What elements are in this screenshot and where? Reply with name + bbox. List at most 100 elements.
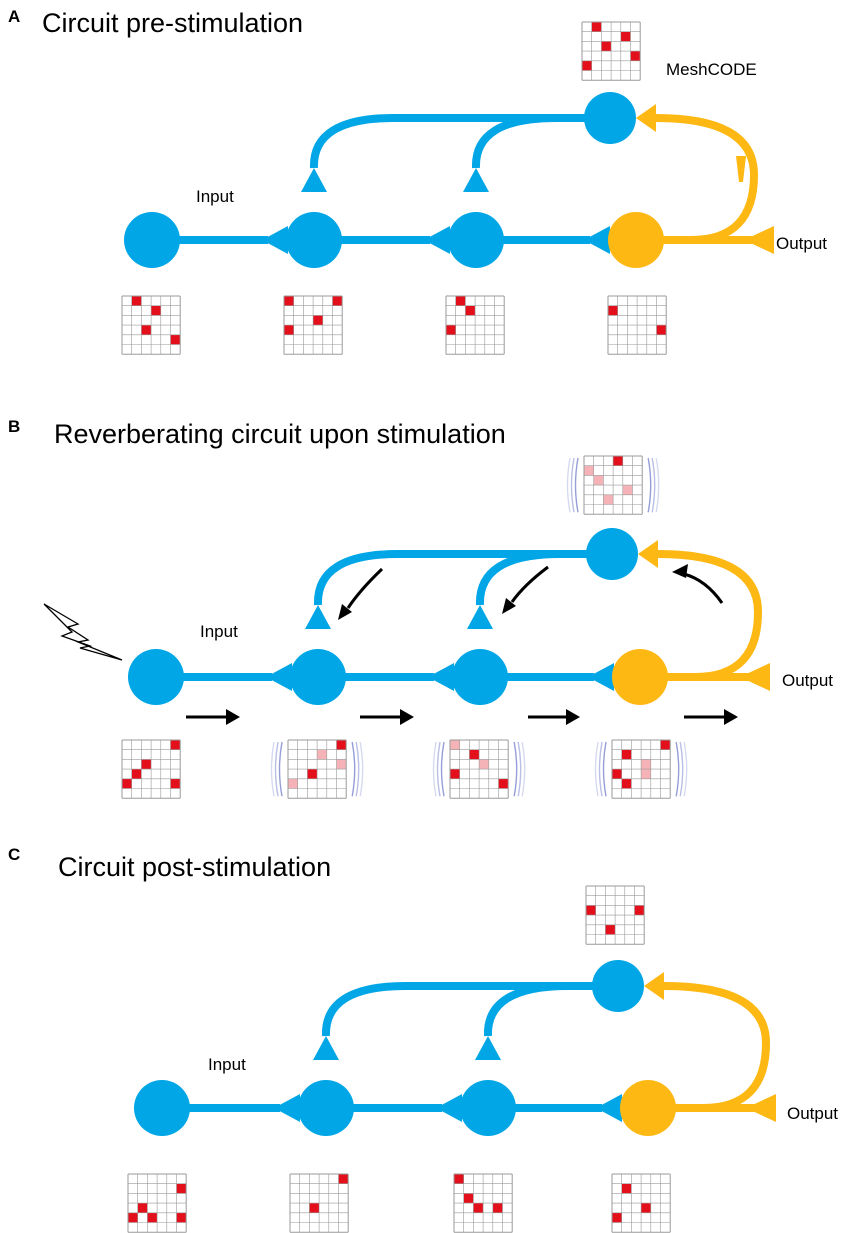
grid-cell-active <box>309 1203 320 1213</box>
grid-cell-active <box>170 778 181 789</box>
grid-cell-active <box>307 769 318 779</box>
grid-cell-active <box>608 305 618 316</box>
meshcode-grid <box>289 1173 349 1233</box>
meshcode-grid <box>585 885 645 945</box>
synapse-terminal <box>475 1036 501 1060</box>
flow-arrow <box>346 567 384 609</box>
neuron <box>298 1080 354 1136</box>
synapse-terminal <box>463 168 489 192</box>
grid-cell-active <box>454 1174 464 1184</box>
grid-cell-active <box>465 305 476 316</box>
neuron-top <box>584 92 636 144</box>
output-label: Output <box>776 234 827 253</box>
meshcode-grid <box>432 739 526 799</box>
grid-cell-active <box>131 296 142 306</box>
grid-cell-active <box>641 1203 651 1213</box>
flow-arrow <box>683 572 724 604</box>
grid-cell-active <box>450 769 460 779</box>
neuron-output <box>612 649 668 705</box>
grid-cell-active <box>656 325 667 335</box>
vibration-line <box>679 741 684 797</box>
meshcode-grid <box>607 295 667 355</box>
grid-cell-active <box>634 905 645 916</box>
grid-cell-faded <box>317 749 327 760</box>
grid-cell-active <box>621 749 632 760</box>
circuit-a <box>121 21 774 355</box>
grid-cell-active <box>131 769 142 779</box>
stimulus-bolt-icon <box>43 603 123 661</box>
flow-arrow-head <box>566 709 580 725</box>
grid-cell-faded <box>622 485 633 495</box>
neuron-input <box>134 1080 190 1136</box>
panel-a: A Circuit pre-stimulation Input Output M… <box>8 7 827 355</box>
feedback-axon <box>321 982 618 1037</box>
grid-cell-active <box>151 305 161 316</box>
circuit-c <box>127 885 776 1233</box>
grid-cell-active <box>612 769 622 779</box>
vibration-line <box>651 457 656 513</box>
synapse-terminal <box>744 226 774 254</box>
grid-cell-active <box>492 1203 503 1213</box>
grid-cell-active <box>613 456 623 466</box>
grid-cell-active <box>128 1212 138 1223</box>
synapse-terminal <box>424 226 450 254</box>
neuron-input <box>124 212 180 268</box>
neuron-top <box>592 960 644 1012</box>
output-label: Output <box>782 671 833 690</box>
neuron-input <box>128 649 184 705</box>
synapse-terminal <box>262 226 288 254</box>
vibration-line <box>594 741 599 797</box>
feedback-axon <box>313 550 612 606</box>
vibration-line <box>270 741 275 797</box>
grid-cell-active <box>498 778 509 789</box>
neuron <box>290 649 346 705</box>
grid-cell-active <box>284 325 294 335</box>
neuron <box>286 212 342 268</box>
grid-cell-active <box>284 296 294 306</box>
input-label: Input <box>208 1055 246 1074</box>
grid-cell-active <box>591 22 602 32</box>
grid-cell-active <box>601 41 612 52</box>
grid-cell-faded <box>479 759 489 770</box>
grid-cell-active <box>336 740 347 750</box>
neuron-output <box>608 212 664 268</box>
synapse-terminal <box>274 1094 300 1122</box>
meshcode-grid <box>121 295 181 355</box>
grid-cell-active <box>176 1212 187 1223</box>
output-loop-axon <box>648 982 771 1112</box>
vibration-line <box>683 741 688 797</box>
output-label: Output <box>787 1104 838 1123</box>
grid-cell-active <box>612 1212 622 1223</box>
vibration-line <box>675 741 680 797</box>
synapse-terminal <box>644 972 664 1000</box>
panel-title: Circuit pre-stimulation <box>42 8 303 38</box>
input-label: Input <box>196 187 234 206</box>
grid-cell-faded <box>450 740 460 750</box>
flow-arrow-head <box>400 709 414 725</box>
flow-arrow-head <box>338 604 352 620</box>
synapse-terminal <box>467 605 493 629</box>
panel-letter: C <box>8 845 20 864</box>
flow-arrow-head <box>724 709 738 725</box>
vibration-line <box>436 741 441 797</box>
grid-cell-faded <box>641 759 651 770</box>
synapse-terminal <box>301 168 327 192</box>
neuron-output <box>620 1080 676 1136</box>
vibration-line <box>570 457 575 513</box>
grid-cell-active <box>463 1193 474 1204</box>
grid-cell-active <box>141 325 152 335</box>
vibration-line <box>602 741 607 797</box>
grid-cell-faded <box>336 759 347 770</box>
panel-b: B Reverberating circuit upon stimulation… <box>8 417 833 799</box>
synapse-terminal <box>746 1094 776 1122</box>
vibration-line <box>278 741 283 797</box>
panel-letter: B <box>8 417 20 436</box>
meshcode-label: MeshCODE <box>666 60 757 79</box>
grid-cell-active <box>122 778 132 789</box>
synapse-terminal <box>305 605 331 629</box>
grid-cell-faded <box>288 778 298 789</box>
grid-cell-active <box>621 1183 632 1194</box>
grid-cell-active <box>338 1174 349 1184</box>
grid-cell-active <box>621 778 632 789</box>
flow-arrow <box>510 565 549 603</box>
